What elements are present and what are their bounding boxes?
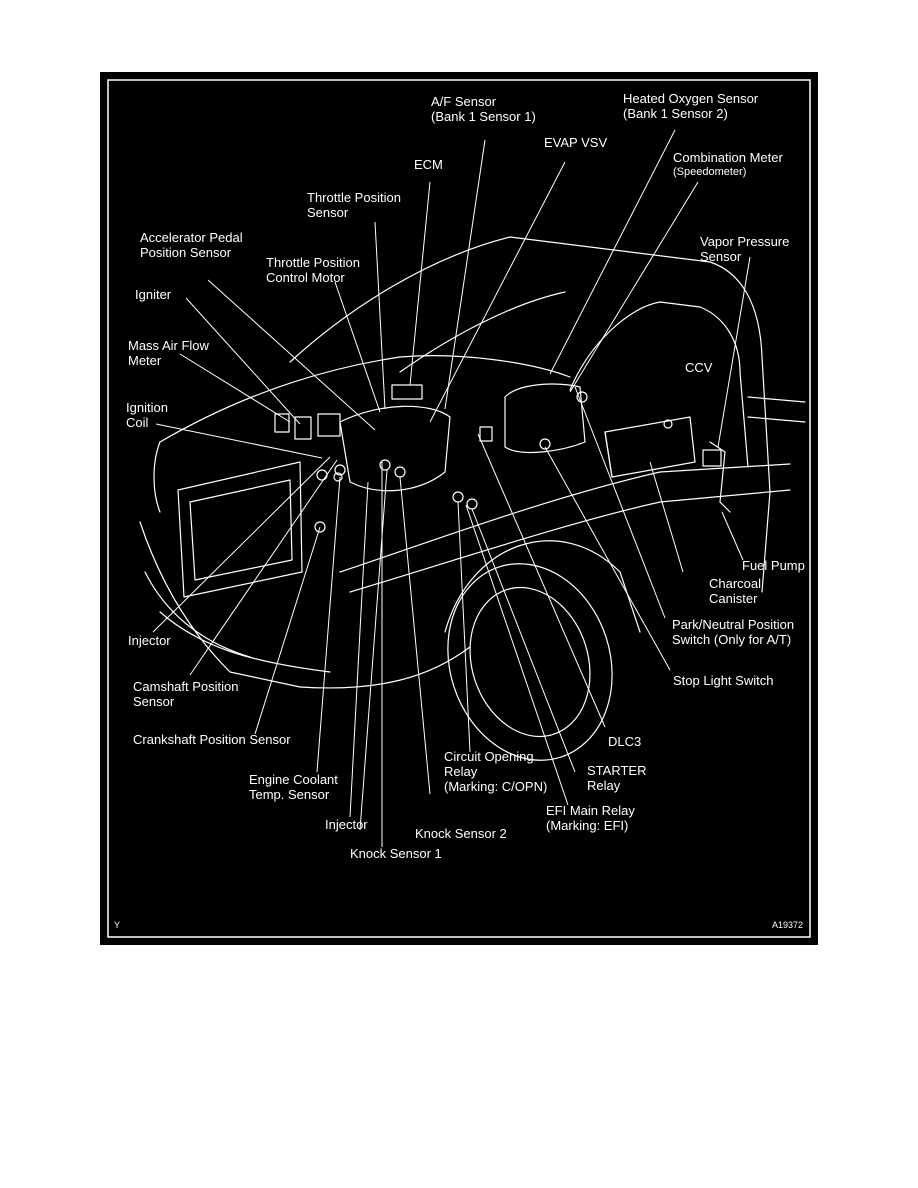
label-circuit-opening-relay: Circuit Opening Relay (Marking: C/OPN) [444, 749, 547, 794]
ecm-line-1: ECM [414, 157, 443, 172]
label-park-neutral-position-switch: Park/Neutral Position Switch (Only for A… [672, 617, 794, 647]
efi-main-relay-line-1: EFI Main Relay [546, 803, 635, 818]
injector-bottom-line-1: Injector [325, 817, 368, 832]
circuit-opening-relay-line-3: (Marking: C/OPN) [444, 779, 548, 794]
engine-coolant-line-1: Engine Coolant [249, 772, 338, 787]
label-ignition-coil: Ignition Coil [126, 400, 168, 430]
heated-oxygen-sensor-line-2: (Bank 1 Sensor 2) [623, 106, 728, 121]
figure-code: A19372 [772, 920, 804, 930]
label-injector-bottom: Injector [325, 817, 368, 832]
label-ccv: CCV [685, 360, 712, 375]
dlc3-line-1: DLC3 [608, 734, 642, 749]
circuit-opening-relay-line-2: Relay [444, 764, 478, 779]
camshaft-position-sensor-line-2: Sensor [133, 694, 175, 709]
park-neutral-switch-line-2: Switch (Only for A/T) [672, 632, 792, 647]
igniter-line-1: Igniter [135, 287, 172, 302]
label-efi-main-relay: EFI Main Relay (Marking: EFI) [546, 803, 635, 833]
component-location-diagram: A/F Sensor (Bank 1 Sensor 1) Heated Oxyg… [100, 72, 818, 945]
starter-relay-line-2: Relay [587, 778, 621, 793]
throttle-control-motor-line-2: Control Motor [266, 270, 345, 285]
label-throttle-position-control-motor: Throttle Position Control Motor [266, 255, 360, 285]
circuit-opening-relay-line-1: Circuit Opening [444, 749, 534, 764]
af-sensor-line-1: A/F Sensor [431, 94, 497, 109]
fuel-pump-line-1: Fuel Pump [742, 558, 805, 573]
throttle-position-sensor-line-2: Sensor [307, 205, 349, 220]
label-knock-sensor-2: Knock Sensor 2 [415, 826, 507, 841]
label-heated-oxygen-sensor: Heated Oxygen Sensor (Bank 1 Sensor 2) [623, 91, 758, 121]
evap-vsv-line-1: EVAP VSV [544, 135, 608, 150]
efi-main-relay-line-2: (Marking: EFI) [546, 818, 629, 833]
ccv-line-1: CCV [685, 360, 713, 375]
crankshaft-position-sensor-line-1: Crankshaft Position Sensor [133, 732, 291, 747]
injector-left-line-1: Injector [128, 633, 171, 648]
truck-illustration [107, 79, 811, 938]
accelerator-pedal-line-1: Accelerator Pedal [140, 230, 243, 245]
corner-mark: Y [114, 920, 121, 930]
label-injector-left: Injector [128, 633, 171, 648]
ignition-coil-line-2: Coil [126, 415, 149, 430]
stop-light-switch-line-1: Stop Light Switch [673, 673, 774, 688]
park-neutral-switch-line-1: Park/Neutral Position [672, 617, 795, 632]
combination-meter-line-1: Combination Meter [673, 150, 783, 165]
label-evap-vsv: EVAP VSV [544, 135, 607, 150]
starter-relay-line-1: STARTER [587, 763, 647, 778]
mass-air-flow-line-1: Mass Air Flow [128, 338, 209, 353]
label-camshaft-position-sensor: Camshaft Position Sensor [133, 679, 239, 709]
throttle-control-motor-line-1: Throttle Position [266, 255, 360, 270]
label-af-sensor: A/F Sensor (Bank 1 Sensor 1) [431, 94, 536, 124]
vapor-pressure-sensor-line-2: Sensor [700, 249, 742, 264]
charcoal-canister-line-1: Charcoal [709, 576, 762, 591]
label-combination-meter: Combination Meter (Speedometer) [673, 150, 783, 179]
charcoal-canister-line-2: Canister [709, 591, 758, 606]
combination-meter-line-2: (Speedometer) [673, 166, 747, 178]
knock-sensor-2-line-1: Knock Sensor 2 [415, 826, 507, 841]
label-knock-sensor-1: Knock Sensor 1 [350, 846, 442, 861]
knock-sensor-1-line-1: Knock Sensor 1 [350, 846, 442, 861]
heated-oxygen-sensor-line-1: Heated Oxygen Sensor [623, 91, 759, 106]
accelerator-pedal-line-2: Position Sensor [140, 245, 232, 260]
label-dlc3: DLC3 [608, 734, 641, 749]
af-sensor-line-2: (Bank 1 Sensor 1) [431, 109, 536, 124]
label-accelerator-pedal-position-sensor: Accelerator Pedal Position Sensor [140, 230, 243, 260]
label-mass-air-flow-meter: Mass Air Flow Meter [128, 338, 209, 368]
label-crankshaft-position-sensor: Crankshaft Position Sensor [133, 732, 291, 747]
label-throttle-position-sensor: Throttle Position Sensor [307, 190, 401, 220]
label-ecm: ECM [414, 157, 443, 172]
label-starter-relay: STARTER Relay [587, 763, 646, 793]
label-stop-light-switch: Stop Light Switch [673, 673, 773, 688]
label-fuel-pump: Fuel Pump [742, 558, 805, 573]
throttle-position-sensor-line-1: Throttle Position [307, 190, 401, 205]
camshaft-position-sensor-line-1: Camshaft Position [133, 679, 239, 694]
engine-coolant-line-2: Temp. Sensor [249, 787, 330, 802]
ignition-coil-line-1: Ignition [126, 400, 168, 415]
mass-air-flow-line-2: Meter [128, 353, 162, 368]
label-igniter: Igniter [135, 287, 171, 302]
vapor-pressure-sensor-line-1: Vapor Pressure [700, 234, 790, 249]
label-vapor-pressure-sensor: Vapor Pressure Sensor [700, 234, 789, 264]
label-charcoal-canister: Charcoal Canister [709, 576, 761, 606]
label-engine-coolant-temp-sensor: Engine Coolant Temp. Sensor [249, 772, 338, 802]
